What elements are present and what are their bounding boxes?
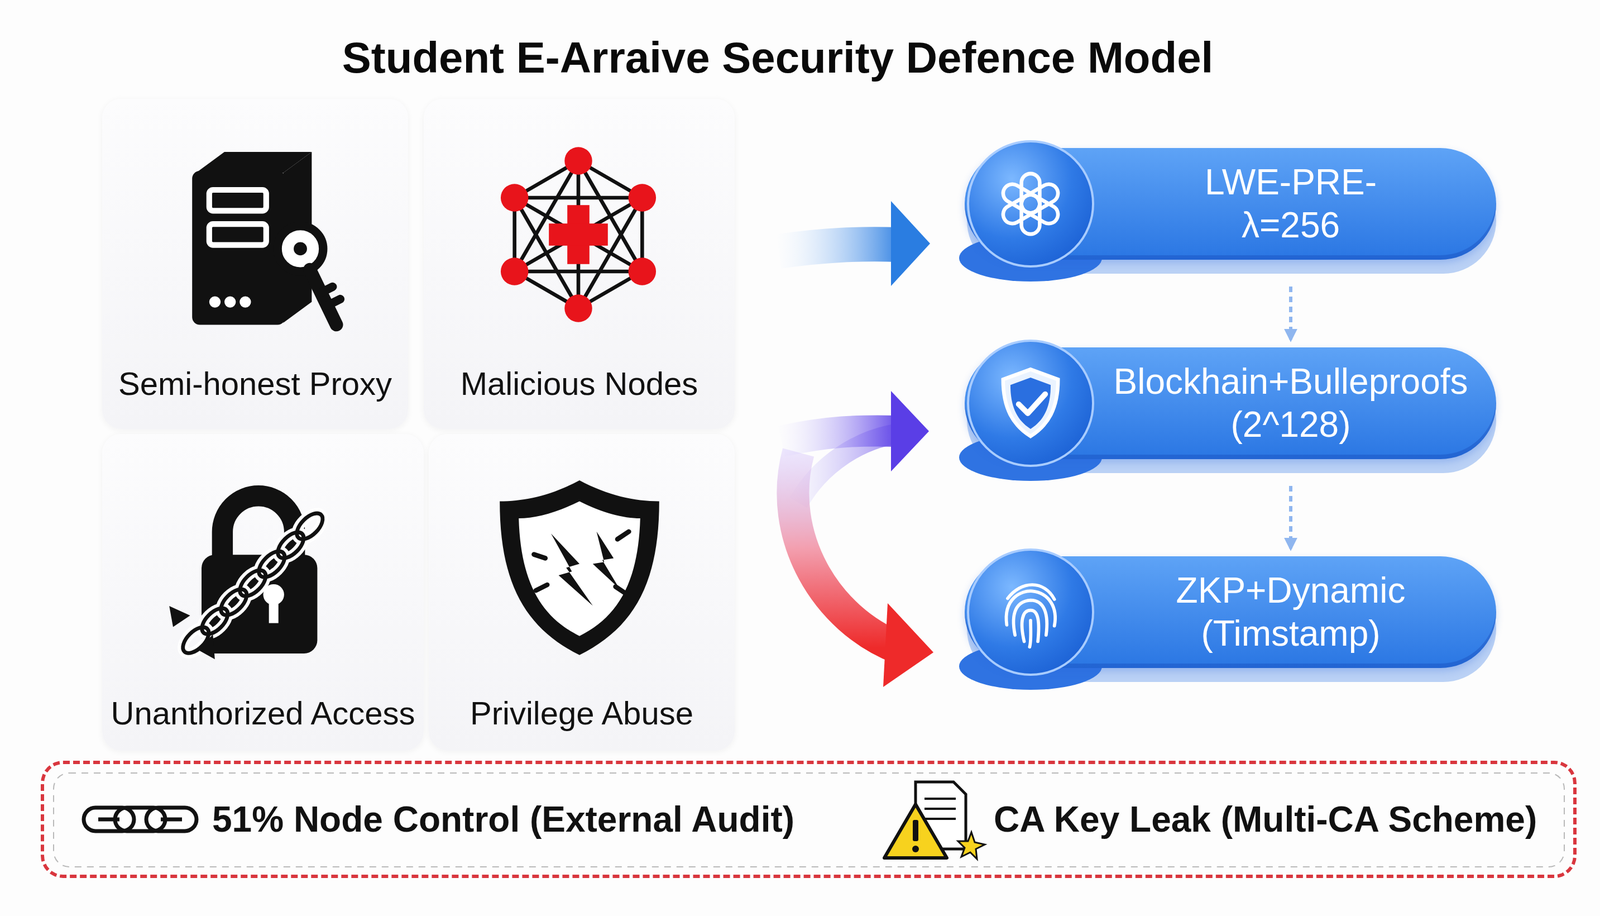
pill-circle-icon — [1003, 369, 1058, 437]
chain-icon — [160, 817, 182, 822]
pill-circle-icon — [968, 141, 1094, 267]
risk-label: 51% Node Control (External Audit) — [212, 798, 795, 840]
risk-label: CA Key Leak (Multi-CA Scheme) — [993, 798, 1537, 840]
pill-circle-icon — [963, 136, 1098, 271]
pill-circle-icon — [968, 549, 1094, 675]
threat-label: Malicious Nodes — [460, 364, 699, 402]
threat-arrow — [883, 602, 934, 687]
dashed-connector — [1289, 286, 1293, 340]
threat-arrow — [792, 452, 899, 648]
warning-document-icon — [924, 798, 956, 819]
threat-icon — [169, 495, 328, 659]
chain-icon — [83, 807, 134, 831]
threat-label: Semi-honest Proxy — [118, 364, 392, 402]
threat-icon — [157, 142, 348, 333]
threat-icon — [500, 146, 656, 323]
pill-circle-icon — [1006, 584, 1056, 647]
warning-document-icon — [912, 845, 919, 852]
threat-icon — [192, 151, 340, 325]
pill-circle-icon — [968, 340, 1094, 466]
dashed-connector — [1289, 485, 1293, 549]
defence-label: LWE-PRE- λ=256 — [1179, 160, 1403, 247]
chain-icon — [98, 817, 120, 822]
chain-icon — [115, 807, 166, 831]
risk-band: 51% Node Control (External Audit) CA Key … — [40, 760, 1577, 878]
threat-card: Malicious Nodes — [423, 98, 735, 429]
defence-label: ZKP+Dynamic (Timstamp) — [1131, 568, 1450, 655]
threat-arrow — [778, 200, 934, 687]
threat-arrow — [778, 243, 899, 252]
threat-icon — [486, 142, 671, 327]
chain-icon — [83, 807, 197, 831]
threat-card: Semi-honest Proxy — [102, 98, 409, 429]
pill-circle-icon — [963, 544, 1098, 679]
warning-document-icon — [912, 819, 919, 841]
threat-label: Privilege Abuse — [470, 693, 694, 732]
inner-dashed-line — [53, 772, 1565, 867]
defence-pill: Blockhain+Bulleproofs (2^128) — [964, 347, 1497, 459]
pill-circle-icon — [963, 336, 1098, 471]
defence-label: Blockhain+Bulleproofs (2^128) — [1089, 360, 1492, 447]
defence-pill: LWE-PRE- λ=256 — [964, 147, 1497, 260]
threat-card: Unanthorized Access — [102, 433, 424, 751]
chain-icon — [146, 807, 197, 831]
threat-label: Unanthorized Access — [111, 693, 416, 732]
threat-icon — [484, 470, 675, 661]
threat-icon — [499, 480, 660, 655]
defence-pill: ZKP+Dynamic (Timstamp) — [964, 556, 1497, 668]
warning-document-icon — [884, 803, 947, 858]
warning-document-icon — [884, 781, 985, 859]
threat-arrow — [890, 200, 931, 286]
warning-document-icon — [957, 831, 985, 859]
title-box: Student E-Arraive Security Defence Model — [0, 32, 1556, 84]
threat-arrow — [798, 433, 899, 503]
threat-arrow — [890, 390, 929, 472]
diagram-title: Student E-Arraive Security Defence Model — [342, 32, 1214, 84]
threat-card: Privilege Abuse — [428, 433, 735, 751]
threat-icon — [163, 472, 354, 663]
pill-circle-icon — [999, 173, 1062, 234]
